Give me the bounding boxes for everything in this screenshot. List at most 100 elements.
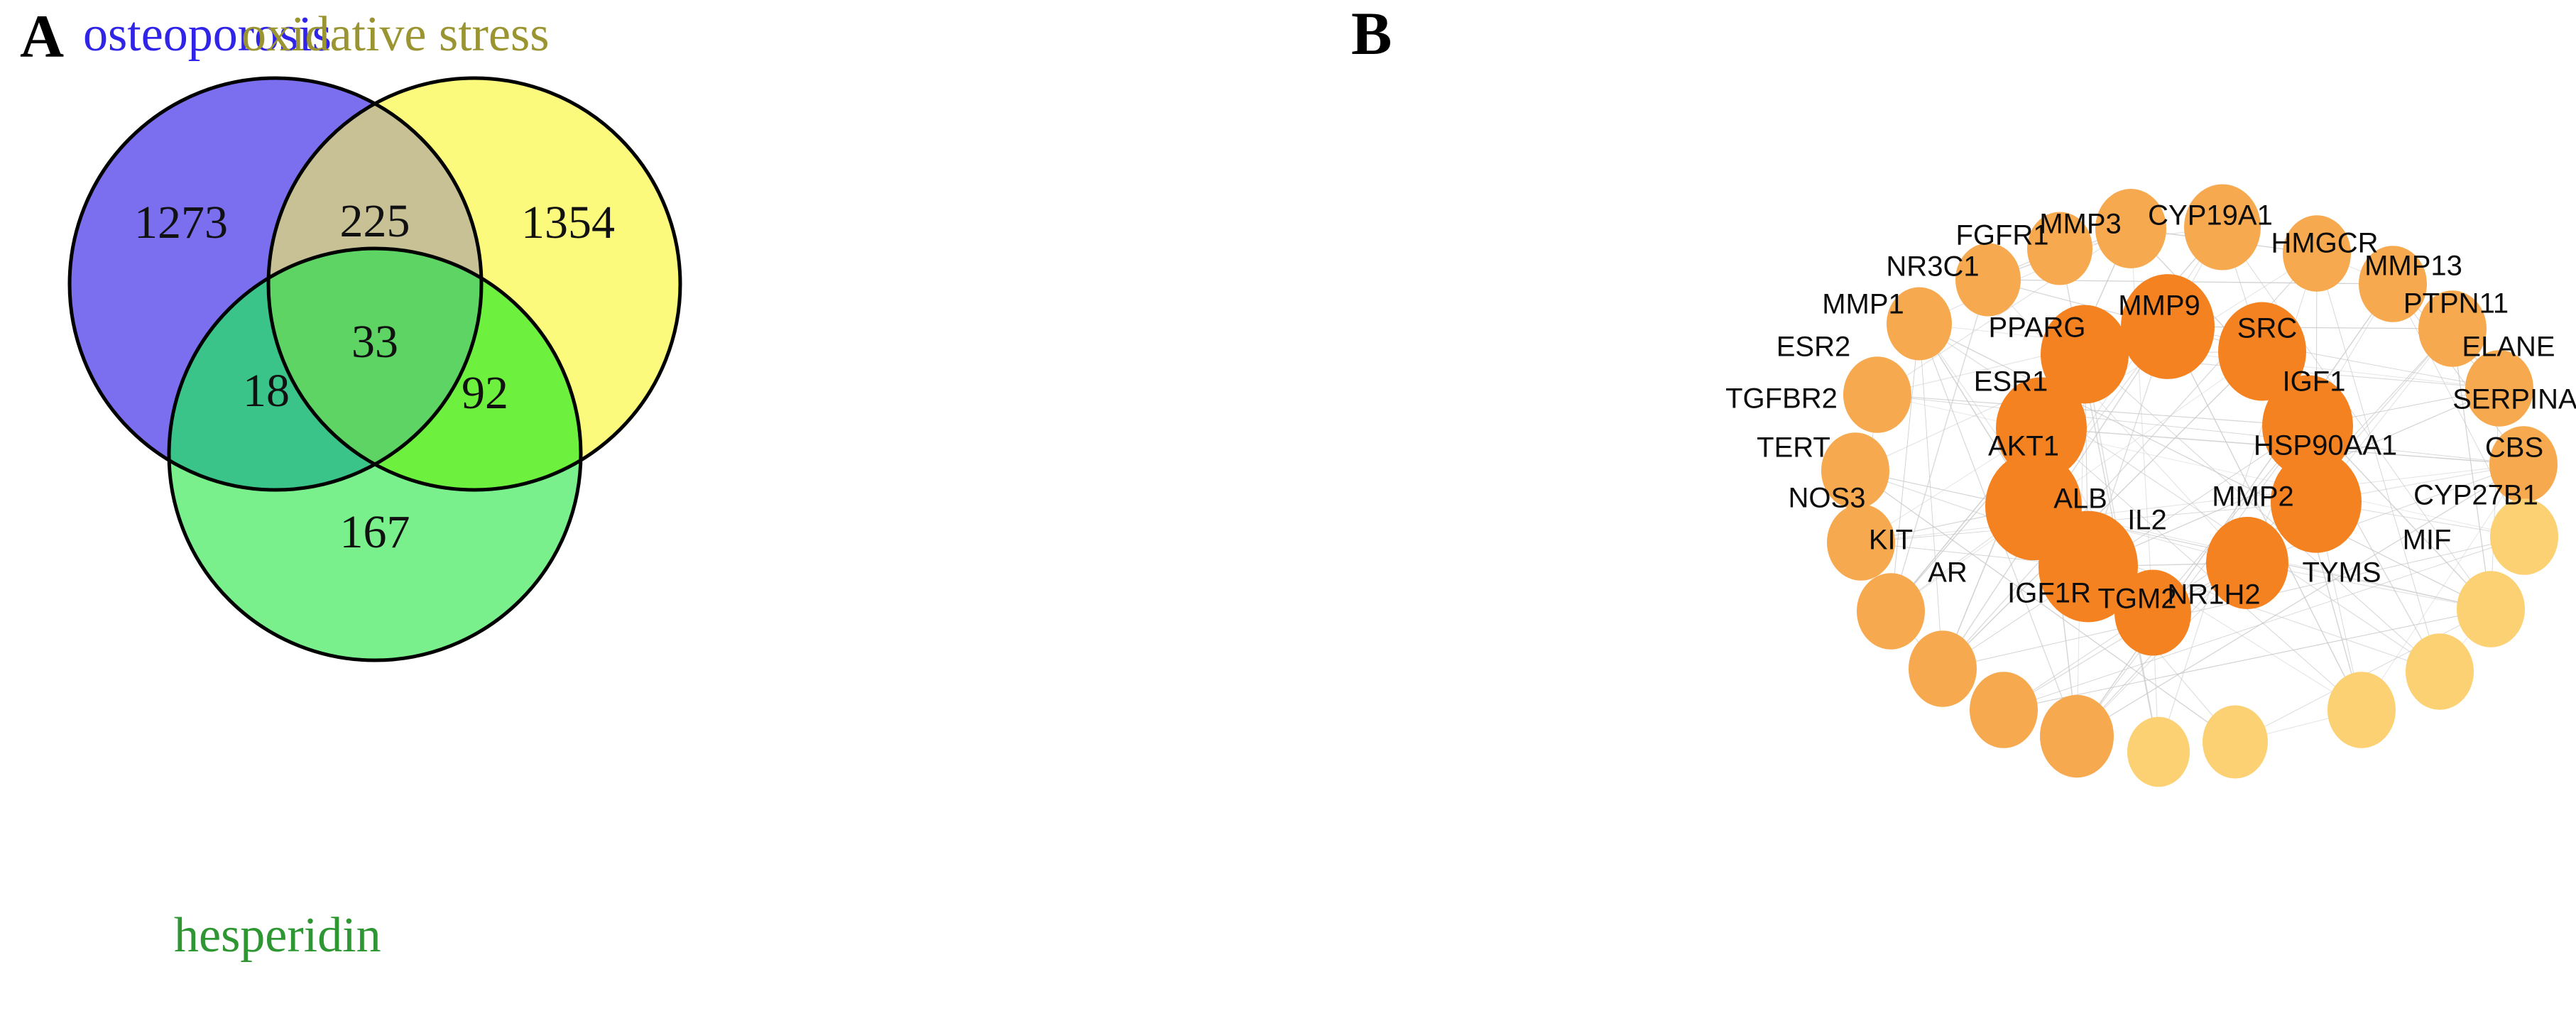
network-node-label-mmp3: MMP3 bbox=[2039, 209, 2122, 240]
network-node-mmp3[interactable] bbox=[2095, 189, 2166, 268]
network-node-igf1r[interactable] bbox=[2040, 694, 2114, 778]
network-node-label-hsp90aa1: HSP90AA1 bbox=[2254, 430, 2397, 461]
network-node-pparg[interactable] bbox=[2041, 305, 2129, 404]
network-node-tert[interactable] bbox=[1827, 504, 1895, 581]
network-node-mmp9[interactable] bbox=[2121, 274, 2215, 379]
network-node-label-nos3: NOS3 bbox=[1789, 483, 1866, 514]
network-node-il2[interactable] bbox=[2114, 569, 2191, 656]
venn-count-oxidative-stress-only: 1354 bbox=[521, 197, 615, 248]
venn-outline-hesperidin bbox=[167, 246, 583, 662]
network-node-nr1h2[interactable] bbox=[2203, 705, 2268, 779]
panel-a-venn: A osteoporosis oxidative stress hesperid… bbox=[0, 0, 1207, 1011]
network-edge bbox=[1890, 323, 1920, 612]
venn-set-label-oxidative-stress: oxidative stress bbox=[241, 7, 550, 62]
venn-count-oxid-x-hesp: 92 bbox=[462, 367, 508, 419]
network-node-mmp2[interactable] bbox=[2206, 517, 2288, 609]
network-node-label-fgfr1: FGFR1 bbox=[1955, 220, 2048, 251]
network-node-label-hmgcr: HMGCR bbox=[2271, 228, 2378, 259]
network-node-cyp27b1[interactable] bbox=[2457, 571, 2525, 647]
network-edge bbox=[2392, 283, 2524, 465]
network-node-label-il2: IL2 bbox=[2127, 505, 2167, 536]
network-node-label-cbs: CBS bbox=[2485, 432, 2543, 464]
network-edge bbox=[1855, 470, 2492, 610]
network-node-ar[interactable] bbox=[1970, 672, 2038, 748]
network-node-alb[interactable] bbox=[2039, 510, 2138, 623]
network-node-label-mmp1: MMP1 bbox=[1822, 289, 1904, 320]
network-edge bbox=[2167, 326, 2362, 711]
network-node-label-elane: ELANE bbox=[2462, 332, 2555, 363]
network-node-label-kit: KIT bbox=[1869, 525, 1913, 556]
venn-diagram: 1273 225 1354 33 18 92 167 bbox=[67, 76, 682, 662]
network-node-label-mif: MIF bbox=[2403, 525, 2452, 556]
network-node-cyp19a1[interactable] bbox=[2184, 184, 2261, 270]
venn-count-osteo-x-oxid: 225 bbox=[340, 195, 410, 247]
network-edge bbox=[1919, 323, 2500, 389]
network-edge bbox=[1942, 351, 2263, 670]
network-node-kit[interactable] bbox=[1909, 630, 1977, 707]
network-edge bbox=[1987, 279, 2248, 564]
network-node-tgfbr2[interactable] bbox=[1821, 432, 1889, 509]
venn-count-all-three: 33 bbox=[351, 316, 398, 368]
network-node-label-igf1r: IGF1R bbox=[2007, 578, 2091, 609]
network-node-label-esr2: ESR2 bbox=[1777, 332, 1851, 363]
network-node-mmp1[interactable] bbox=[1887, 287, 1952, 361]
network-node-label-tgm2: TGM2 bbox=[2097, 584, 2176, 615]
network-node-fgfr1[interactable] bbox=[2027, 212, 2092, 285]
venn-count-osteoporosis-only: 1273 bbox=[134, 197, 228, 248]
network-node-nos3[interactable] bbox=[1857, 573, 1925, 650]
network-node-serpina1[interactable] bbox=[2489, 426, 2558, 503]
network-edge bbox=[2003, 536, 2525, 711]
network-node-label-tgfbr2: TGFBR2 bbox=[1725, 383, 1838, 415]
network-node-tgm2[interactable] bbox=[2127, 716, 2190, 787]
network-node-elane[interactable] bbox=[2465, 350, 2533, 427]
network-edge bbox=[2076, 283, 2394, 737]
network-edge bbox=[2392, 283, 2525, 537]
network-edge bbox=[1877, 394, 2524, 465]
network-node-label-akt1: AKT1 bbox=[1988, 431, 2059, 462]
network-node-label-esr1: ESR1 bbox=[1974, 366, 2048, 398]
venn-set-label-hesperidin: hesperidin bbox=[174, 908, 381, 963]
network-node-tyms[interactable] bbox=[2327, 672, 2396, 748]
network-edge bbox=[2076, 464, 2524, 737]
network-edge bbox=[2452, 328, 2492, 610]
network-node-hmgcr[interactable] bbox=[2283, 215, 2351, 292]
network-node-esr2[interactable] bbox=[1843, 356, 1911, 433]
network-edge bbox=[2003, 608, 2492, 711]
network-node-label-tyms: TYMS bbox=[2302, 557, 2381, 589]
network-edge bbox=[1919, 228, 2132, 324]
network-edge bbox=[1890, 351, 2263, 612]
network-node-cbs[interactable] bbox=[2490, 498, 2558, 575]
network-node-esr1[interactable] bbox=[1996, 377, 2087, 479]
network-node-mmp13[interactable] bbox=[2359, 246, 2427, 322]
network-node-layer bbox=[1821, 184, 2558, 787]
network-node-label-cyp19a1: CYP19A1 bbox=[2148, 200, 2273, 231]
network-edge bbox=[1860, 464, 2524, 543]
network-edge bbox=[2167, 326, 2453, 329]
network-node-label-ar: AR bbox=[1928, 557, 1968, 589]
venn-count-osteo-x-hesp: 18 bbox=[243, 365, 290, 417]
network-node-label-tert: TERT bbox=[1757, 432, 1830, 464]
network-node-hsp90aa1[interactable] bbox=[2271, 451, 2362, 553]
network-edge bbox=[1877, 394, 2308, 427]
network-node-label-mmp9: MMP9 bbox=[2118, 290, 2200, 322]
network-edge bbox=[2316, 253, 2440, 672]
network-node-label-serpina1: SERPINA1 bbox=[2452, 384, 2576, 415]
network-node-label-igf1: IGF1 bbox=[2283, 366, 2346, 398]
panel-a-label: A bbox=[20, 2, 65, 70]
network-edge bbox=[1877, 394, 2525, 537]
network-node-nr3c1[interactable] bbox=[1955, 243, 2021, 317]
network-node-label-cyp27b1: CYP27B1 bbox=[2413, 480, 2538, 511]
network-node-label-mmp13: MMP13 bbox=[2364, 251, 2462, 282]
network-node-mif[interactable] bbox=[2406, 633, 2474, 710]
network-node-ptpn11[interactable] bbox=[2418, 290, 2487, 367]
network-edge bbox=[1919, 323, 2492, 610]
venn-set-label-osteoporosis: osteoporosis bbox=[83, 7, 332, 62]
venn-outline-oxidative-stress bbox=[266, 76, 682, 492]
network-node-src[interactable] bbox=[2218, 302, 2306, 401]
network-edge bbox=[2222, 226, 2492, 610]
network-node-igf1[interactable] bbox=[2262, 375, 2353, 477]
